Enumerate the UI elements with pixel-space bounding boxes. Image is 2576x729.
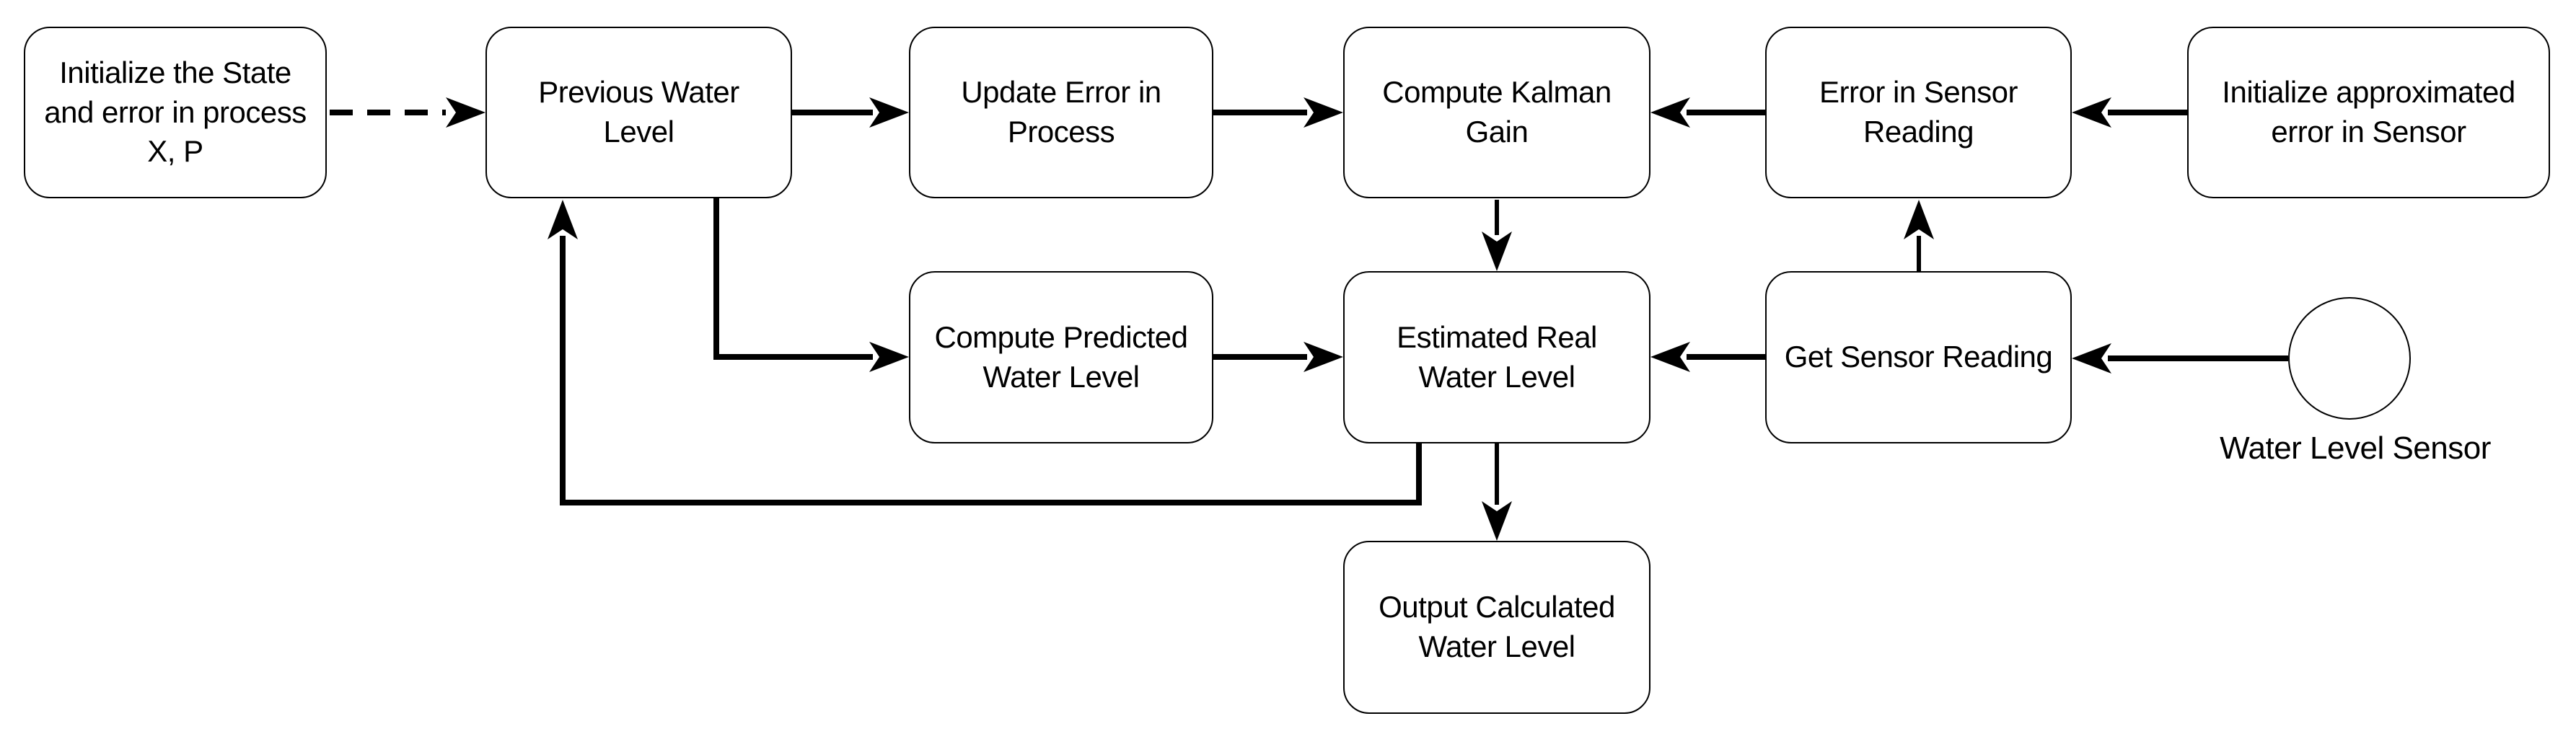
water-level-sensor-label: Water Level Sensor <box>2220 430 2491 466</box>
edge-previous-to-update-error <box>792 97 909 128</box>
edge-kalman-to-estimated <box>1482 200 1512 271</box>
node-compute-kalman-gain: Compute Kalman Gain <box>1343 27 1650 198</box>
edge-get-reading-to-sensor-error <box>1904 200 1934 271</box>
edge-predicted-to-estimated <box>1213 342 1343 372</box>
node-compute-predicted-water-level: Compute Predicted Water Level <box>909 271 1213 443</box>
node-output-calculated-water-level: Output Calculated Water Level <box>1343 541 1650 714</box>
node-error-in-sensor-reading: Error in Sensor Reading <box>1765 27 2072 198</box>
node-initialize-state: Initialize the State and error in proces… <box>24 27 327 198</box>
edge-estimated-to-output <box>1482 443 1512 541</box>
edge-previous-to-predicted <box>713 198 909 372</box>
edge-get-reading-to-estimated <box>1650 342 1765 372</box>
edge-init-error-to-sensor-error <box>2072 97 2187 128</box>
node-update-error-in-process: Update Error in Process <box>909 27 1213 198</box>
edge-estimated-to-previous-feedback <box>548 200 1422 505</box>
node-initialize-approximated-error: Initialize approximated error in Sensor <box>2187 27 2550 198</box>
edge-update-error-to-kalman <box>1213 97 1343 128</box>
edge-sensor-to-get-reading <box>2072 343 2288 374</box>
node-estimated-real-water-level: Estimated Real Water Level <box>1343 271 1650 443</box>
edge-initialize-to-previous <box>330 97 485 128</box>
node-previous-water-level: Previous Water Level <box>485 27 792 198</box>
node-get-sensor-reading: Get Sensor Reading <box>1765 271 2072 443</box>
water-level-sensor-circle <box>2288 297 2411 420</box>
edge-sensor-error-to-kalman <box>1650 97 1765 128</box>
